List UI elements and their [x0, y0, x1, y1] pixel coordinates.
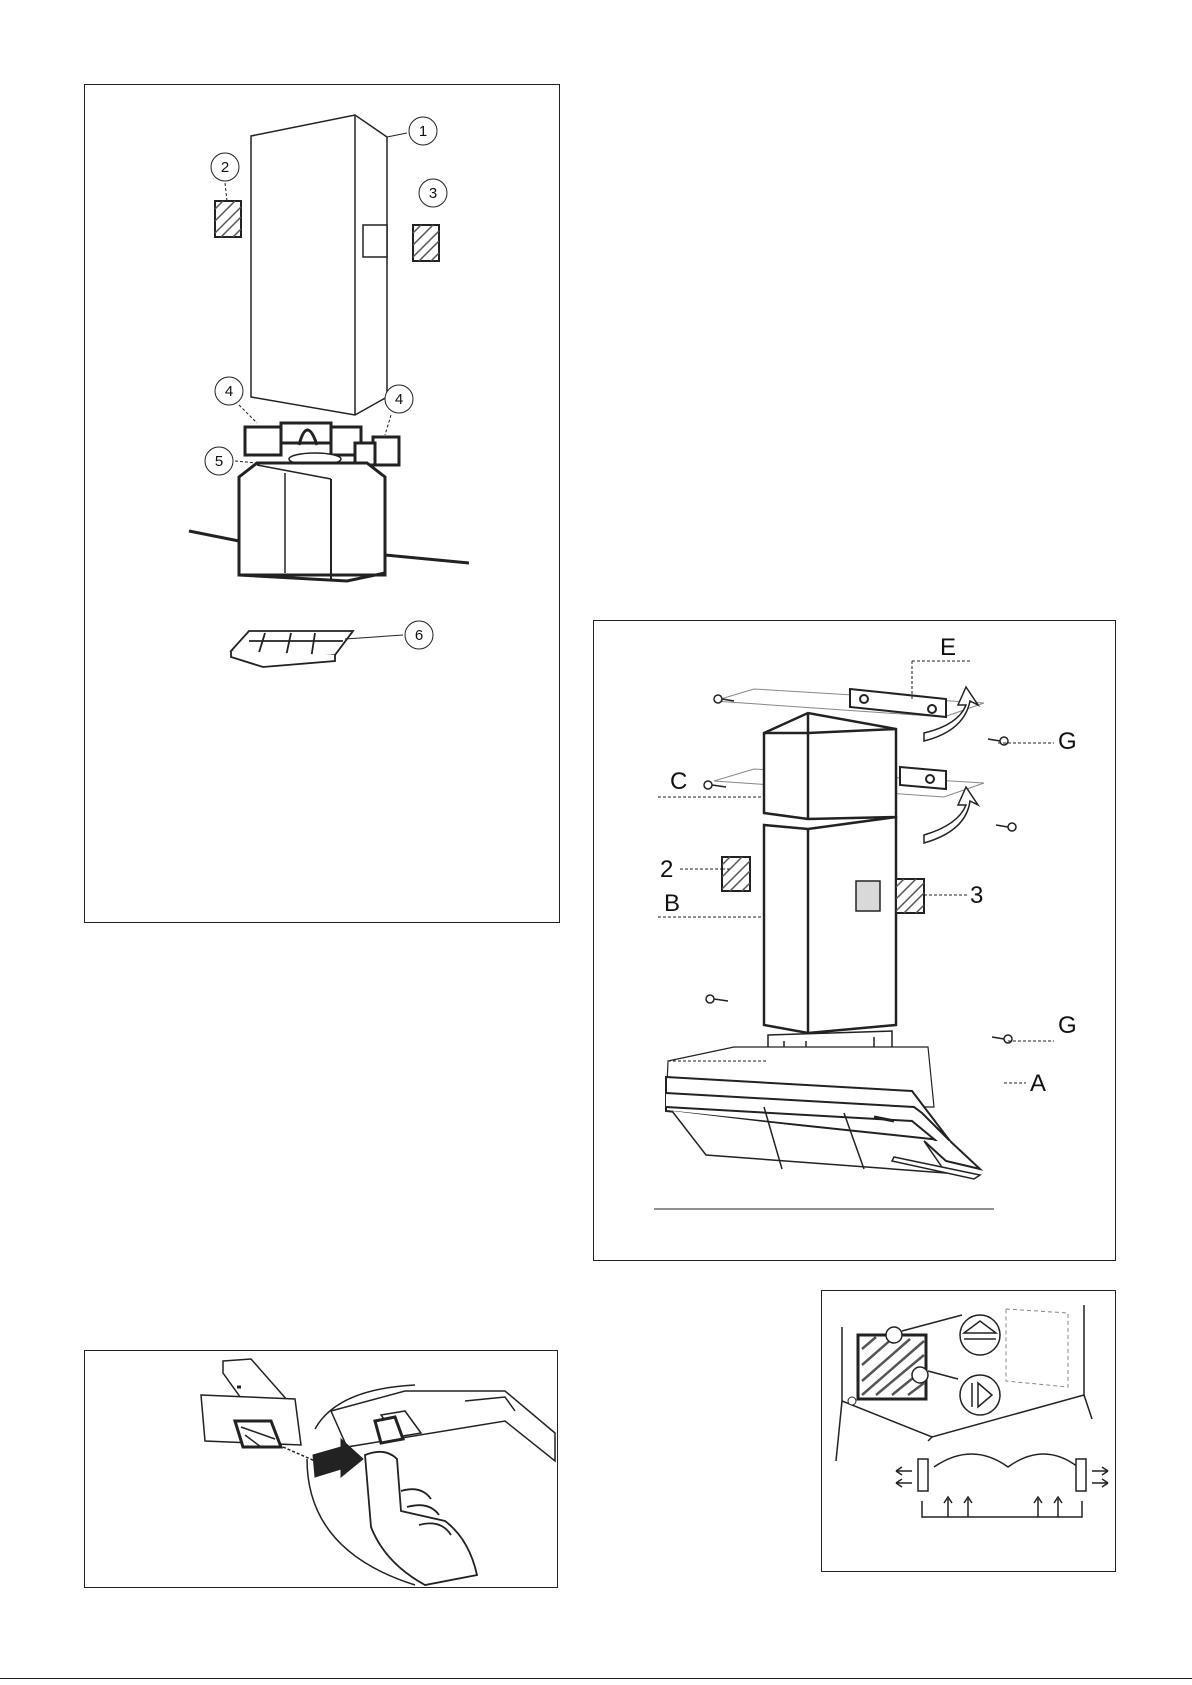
callout-6: 6 [345, 621, 433, 649]
grease-filter [231, 631, 353, 667]
label-3: 3 [970, 882, 983, 909]
callout-4b: 4 [385, 385, 413, 435]
label-A: A [1030, 1070, 1046, 1097]
callout-3-label: 3 [429, 185, 437, 202]
bracket-plate-top [850, 689, 946, 717]
filter-removal-drawing [85, 1351, 559, 1589]
label-2: 2 [660, 856, 673, 883]
motor-housing [239, 453, 385, 579]
chimney-lower-B [764, 817, 896, 1033]
filter-orientation-drawing [822, 1291, 1117, 1573]
rotate-arrow-mid [924, 787, 978, 843]
bracket-plate-mid [900, 767, 946, 789]
callout-1-label: 1 [419, 123, 427, 140]
label-C: C [670, 768, 687, 795]
airflow-diagram [896, 1454, 1108, 1517]
hand [365, 1452, 477, 1585]
figure-chimney-mounting: E G C 2 3 B G A [593, 620, 1116, 1261]
chimney-upper-C [764, 713, 896, 819]
callout-5-label: 5 [215, 453, 223, 470]
figure-filter-removal [84, 1350, 558, 1588]
dashed-filter-ghost [1006, 1309, 1068, 1387]
label-B: B [664, 890, 680, 917]
figure-filter-orientation [821, 1290, 1116, 1572]
footer-rule [0, 1678, 1192, 1679]
label-G-top: G [1058, 728, 1077, 755]
callout-2-label: 2 [221, 159, 229, 176]
hood-body-A [666, 1047, 980, 1179]
filter-3-mount [896, 879, 924, 913]
hood-detail [331, 1391, 555, 1461]
chimney-upper-section [251, 115, 387, 415]
filter-2-mount [722, 857, 750, 891]
callout-4a-label: 4 [225, 383, 233, 400]
hood-thumbnail [201, 1359, 301, 1447]
deflector-left [245, 423, 361, 455]
callout-4b-label: 4 [395, 391, 403, 408]
filter-2: 2 [211, 153, 241, 237]
chimney-mounting-drawing: E G C 2 3 B G A [594, 621, 1117, 1262]
figure-chimney-exploded: 1 2 3 4 [84, 84, 560, 923]
callout-1: 1 [387, 117, 437, 145]
label-E: E [940, 634, 956, 661]
filter-3: 3 [413, 179, 447, 261]
label-G-bottom: G [1058, 1012, 1077, 1039]
chimney-exploded-drawing: 1 2 3 4 [85, 85, 561, 924]
callout-6-label: 6 [415, 627, 423, 644]
